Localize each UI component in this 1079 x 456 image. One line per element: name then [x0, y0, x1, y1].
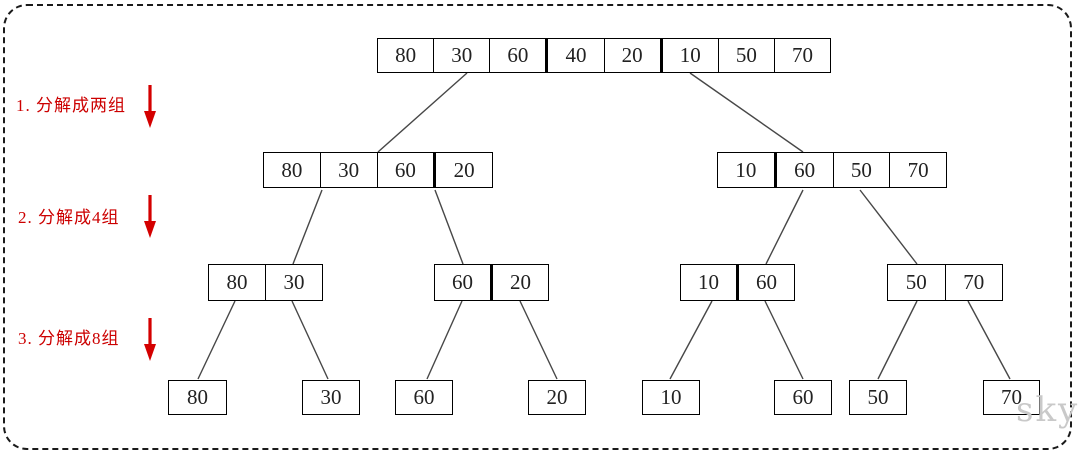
dashed-border-frame: [3, 4, 1072, 450]
array-cell: 10: [663, 39, 719, 72]
array-level3-group1: 80 30: [208, 264, 323, 301]
array-cell: 10: [718, 153, 777, 187]
down-arrow-icon: [144, 318, 156, 361]
array-level4-box7: 50: [849, 380, 907, 415]
array-level4-box4: 20: [528, 380, 586, 415]
array-cell: 70: [963, 270, 985, 294]
array-cell: 60: [413, 385, 435, 409]
array-level4-box1: 80: [168, 380, 227, 415]
array-cell: 70: [791, 43, 813, 67]
array-level1: 80 30 60 40 20 10 50 70: [377, 38, 831, 73]
step-label-3: 3. 分解成8组: [18, 329, 120, 348]
array-cell: 20: [453, 157, 475, 182]
array-cell: 60: [435, 265, 493, 300]
array-level3-group2: 60 20: [434, 264, 549, 301]
array-level3-group4: 50 70: [887, 264, 1003, 301]
array-level2-right: 10 60 50 70: [717, 152, 947, 188]
array-cell: 10: [681, 265, 739, 300]
array-cell: 80: [264, 153, 321, 187]
array-cell: 50: [867, 385, 889, 409]
array-cell: 60: [490, 39, 549, 72]
array-cell: 60: [777, 153, 834, 187]
step-label-1: 1. 分解成两组: [16, 96, 126, 115]
array-cell: 30: [434, 39, 491, 72]
array-cell: 50: [888, 265, 946, 300]
array-level4-box3: 60: [395, 380, 453, 415]
array-cell: 80: [378, 39, 435, 72]
array-cell: 40: [548, 39, 605, 72]
array-cell: 70: [1001, 385, 1022, 409]
array-level2-left: 80 30 60 20: [263, 152, 493, 188]
array-cell: 60: [378, 153, 437, 187]
array-cell: 60: [792, 385, 814, 409]
tree-edges: [197, 72, 1011, 380]
down-arrow-icon: [144, 85, 156, 128]
array-level4-box8: 70: [983, 380, 1040, 415]
array-cell: 20: [546, 385, 568, 409]
array-cell: 70: [907, 157, 929, 182]
array-cell: 20: [605, 39, 663, 72]
array-level4-box5: 10: [642, 380, 700, 415]
array-cell: 50: [834, 153, 891, 187]
array-cell: 60: [756, 270, 777, 294]
step-label-2: 2. 分解成4组: [18, 208, 120, 227]
array-level3-group3: 10 60: [680, 264, 795, 301]
array-cell: 30: [320, 385, 342, 409]
down-arrow-icon: [144, 195, 156, 238]
array-cell: 80: [209, 265, 266, 300]
array-cell: 30: [283, 270, 305, 294]
watermark: sky: [1016, 390, 1079, 430]
array-cell: 20: [510, 270, 531, 294]
array-cell: 50: [719, 39, 775, 72]
array-cell: 10: [660, 385, 682, 409]
array-cell: 80: [187, 385, 208, 409]
array-cell: 30: [321, 153, 378, 187]
array-level4-box2: 30: [302, 380, 360, 415]
array-level4-box6: 60: [774, 380, 832, 415]
